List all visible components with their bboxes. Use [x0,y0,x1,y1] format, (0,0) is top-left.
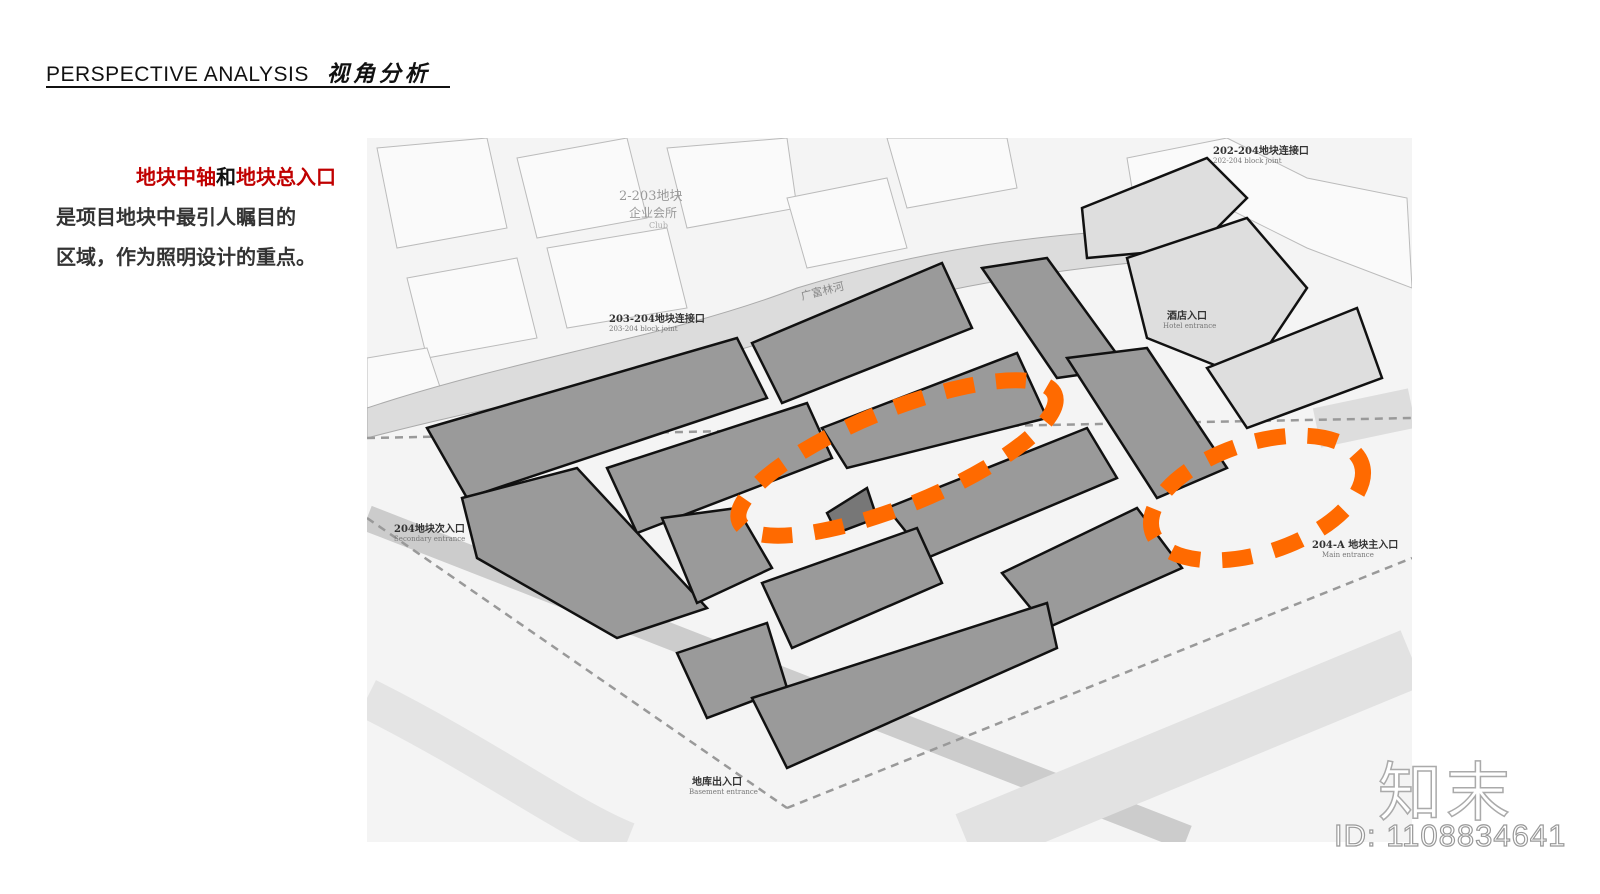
description: 地块中轴和地块总入口 是项目地块中最引人瞩目的 区域，作为照明设计的重点。 [56,158,346,278]
highlight-axis: 地块中轴 [136,167,216,189]
highlight-entrance: 地块总入口 [236,167,336,189]
watermark-logo: 知末 [1377,756,1514,830]
label-secondary-entrance-en: Secondary entrance [394,535,465,543]
connector: 和 [216,167,236,189]
main-entrance-highlight [1143,427,1371,569]
label-joint-202-en: 202-204 block joint [1213,157,1282,165]
label-joint-203-en: 203-204 block joint [609,325,678,333]
label-joint-202: 202-204地块连接口 [1213,144,1309,157]
title-underline [46,86,450,88]
road-south [367,680,635,842]
label-basement-entrance-en: Basement entrance [689,788,758,796]
label-hotel-entrance: 酒店入口 [1167,309,1207,322]
highlight-rings [730,372,1371,569]
title-cn: 视角分析 [326,61,431,87]
label-hotel-entrance-en: Hotel entrance [1163,322,1216,330]
label-main-entrance-en: Main entrance [1322,551,1374,559]
page-title: PERSPECTIVE ANALYSIS 视角分析 [46,56,431,88]
label-secondary-entrance: 204地块次入口 [394,522,465,535]
description-line-2: 是项目地块中最引人瞩目的 [56,207,296,229]
central-axis-highlight [730,372,1064,544]
description-line-3: 区域，作为照明设计的重点。 [56,247,316,269]
parking-lane [955,630,1412,842]
description-line-1: 地块中轴和地块总入口 [56,158,346,198]
title-en: PERSPECTIVE ANALYSIS [46,63,309,86]
watermark-id: ID: 1108834641 [1333,817,1567,853]
site-plan: 2-203地块 企业会所 Club 广富林河 203-204地块连接口 203-… [367,138,1412,842]
label-club: 2-203地块 [619,189,682,204]
label-joint-203: 203-204地块连接口 [609,312,705,325]
hotel-buildings [1080,156,1384,430]
label-basement-entrance: 地库出入口 [692,775,742,788]
label-club-cn: 企业会所 [629,205,677,220]
project-buildings [425,256,1229,770]
label-main-entrance: 204-A 地块主入口 [1312,538,1398,551]
label-club-en: Club [649,221,668,230]
